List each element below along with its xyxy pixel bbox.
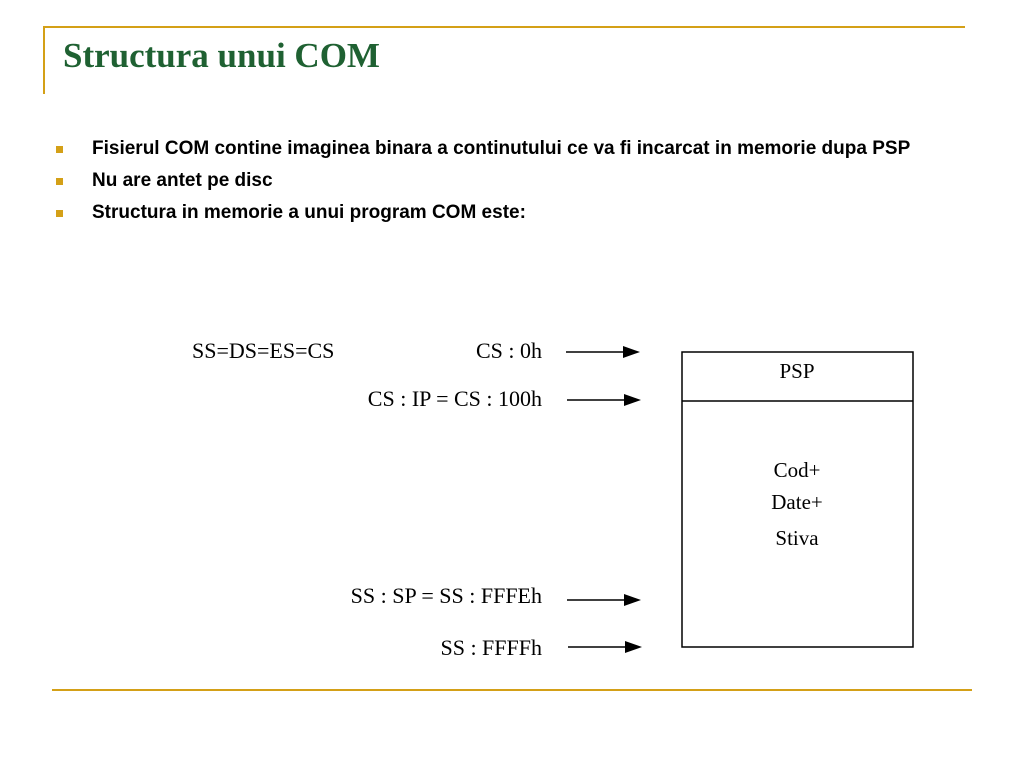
psp-label: PSP <box>779 359 814 383</box>
bullet-item: Nu are antet pe disc <box>55 169 962 193</box>
bottom-rule <box>52 689 972 691</box>
arrow-head-icon <box>624 394 641 406</box>
bullet-text: Structura in memorie a unui program COM … <box>92 202 526 223</box>
memory-box <box>681 351 914 648</box>
bullet-item: Structura in memorie a unui program COM … <box>55 201 962 225</box>
bullet-list: Fisierul COM contine imaginea binara a c… <box>55 137 975 233</box>
arrow-label-ss-ffffh: SS : FFFFh <box>440 635 542 660</box>
bullet-item: Fisierul COM contine imaginea binara a c… <box>55 137 962 161</box>
square-bullet-icon <box>56 178 63 185</box>
arrow-label-cs-ip: CS : IP = CS : 100h <box>368 386 542 411</box>
square-bullet-icon <box>56 210 63 217</box>
arrow-head-icon <box>624 594 641 606</box>
slide-title: Structura unui COM <box>63 36 380 75</box>
top-rule <box>43 26 965 28</box>
arrow-head-icon <box>623 346 640 358</box>
body-line-stack: Stiva <box>775 526 819 550</box>
arrow-label-cs-0h: CS : 0h <box>476 338 542 363</box>
square-bullet-icon <box>56 146 63 153</box>
bullet-text: Nu are antet pe disc <box>92 170 273 191</box>
bullet-text: Fisierul COM contine imaginea binara a c… <box>92 138 911 159</box>
segment-label: SS=DS=ES=CS <box>192 338 334 363</box>
arrow-head-icon <box>625 641 642 653</box>
left-rule <box>43 26 45 94</box>
body-line-data: Date+ <box>771 490 823 514</box>
body-line-code: Cod+ <box>774 458 821 482</box>
arrow-label-ss-sp: SS : SP = SS : FFFEh <box>351 583 542 608</box>
